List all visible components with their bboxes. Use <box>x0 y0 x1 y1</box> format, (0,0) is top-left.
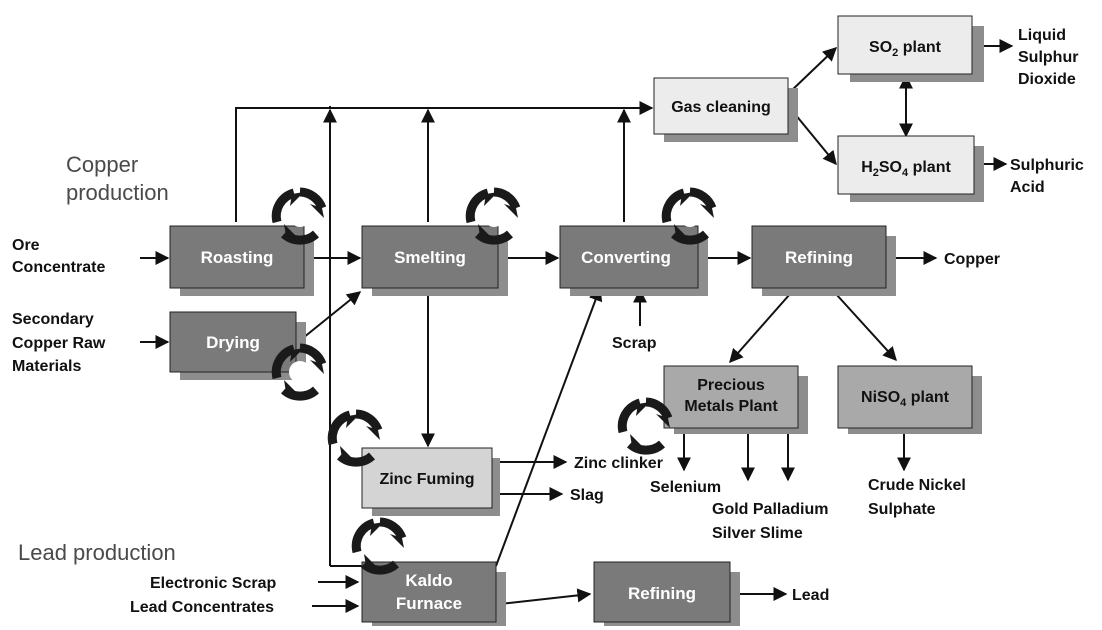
output-selenium: Selenium <box>650 479 721 496</box>
precious-metals-label-1: Precious <box>697 377 765 394</box>
smelting-box <box>361 225 499 289</box>
output-lead: Lead <box>792 587 829 604</box>
output-liquid-2: Sulphur <box>1018 49 1078 66</box>
output-sulphuric-2: Acid <box>1010 179 1045 196</box>
precious-metals-label-2: Metals Plant <box>684 398 778 415</box>
input-secondary-1: Secondary <box>12 311 94 328</box>
so2-plant-label: SO2 plant <box>869 39 942 59</box>
precious-metals-box <box>663 365 799 429</box>
output-liquid-3: Dioxide <box>1018 71 1076 88</box>
drying-label: Drying <box>206 333 260 352</box>
kaldo-label-1: Kaldo <box>405 571 452 590</box>
copper-section-title-2: production <box>66 180 169 205</box>
so2-plant-box <box>837 15 973 75</box>
output-zinc-clinker: Zinc clinker <box>574 455 663 472</box>
refining-lead-box <box>593 561 731 623</box>
output-slag: Slag <box>570 487 604 504</box>
output-gold-2: Silver Slime <box>712 525 803 542</box>
niso4-plant-label: NiSO4 plant <box>861 389 950 409</box>
refining-copper-box <box>751 225 887 289</box>
h2so4-plant-label: H2SO4 plant <box>861 159 951 179</box>
output-crude-1: Crude Nickel <box>868 477 966 494</box>
gas-cleaning-label: Gas cleaning <box>671 99 771 116</box>
zinc-fuming-label: Zinc Fuming <box>379 471 474 488</box>
kaldo-label-2: Furnace <box>396 594 462 613</box>
output-copper: Copper <box>944 251 1000 268</box>
input-ore: Ore <box>12 237 40 254</box>
recycle-icon <box>622 402 670 450</box>
input-concentrate: Concentrate <box>12 259 105 276</box>
connectors <box>140 39 1014 613</box>
output-gold-1: Gold Palladium <box>712 501 828 518</box>
output-liquid-1: Liquid <box>1018 27 1066 44</box>
box-labels: Roasting Drying Smelting Converting Refi… <box>201 39 952 613</box>
output-crude-2: Sulphate <box>868 501 936 518</box>
converting-label: Converting <box>581 248 671 267</box>
input-electronic-scrap: Electronic Scrap <box>150 575 277 592</box>
input-secondary-2: Copper Raw <box>12 335 106 352</box>
refining-lead-label: Refining <box>628 584 696 603</box>
roasting-box <box>169 225 305 289</box>
h2so4-plant-box <box>837 135 975 195</box>
gas-cleaning-box <box>653 77 789 135</box>
zinc-fuming-box <box>361 447 493 509</box>
refining-copper-label: Refining <box>785 248 853 267</box>
roasting-label: Roasting <box>201 248 274 267</box>
output-sulphuric-1: Sulphuric <box>1010 157 1084 174</box>
lead-section-title: Lead production <box>18 540 176 565</box>
niso4-plant-box <box>837 365 973 429</box>
copper-section-title-1: Copper <box>66 152 138 177</box>
input-scrap: Scrap <box>612 335 657 352</box>
input-secondary-3: Materials <box>12 358 81 375</box>
smelting-label: Smelting <box>394 248 466 267</box>
input-lead-concentrates: Lead Concentrates <box>130 599 274 616</box>
